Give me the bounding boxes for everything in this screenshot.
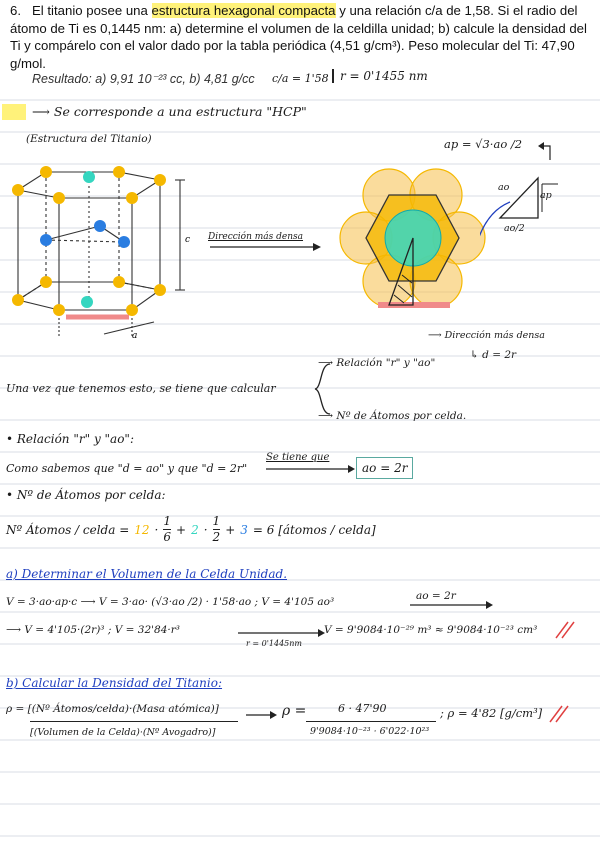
- result-mark-icon: [555, 621, 575, 639]
- density-denominator: 9'9084·10⁻²³ · 6'022·10²³: [310, 726, 430, 737]
- bullet-relation: • Relación "r" y "ao":: [6, 432, 134, 446]
- hcp-statement: ⟶ Se corresponde a una estructura "HCP": [32, 104, 307, 119]
- once-text: Una vez que tenemos esto, se tiene que c…: [6, 382, 276, 395]
- hcp-top-view-diagram: [339, 168, 486, 308]
- dense-direction-label: Dirección más densa: [208, 232, 304, 242]
- n-atoms-text: Nº de Átomos por celda.: [336, 410, 467, 422]
- hcp-unit-cell-diagram: c a: [12, 166, 190, 341]
- part-a-heading: a) Determinar el Volumen de la Celda Uni…: [6, 567, 288, 581]
- diagram-a-label: a: [132, 331, 137, 341]
- arrow-icon: [238, 629, 325, 637]
- highlight-swatch: [2, 104, 26, 120]
- part-b-heading: b) Calcular la Densidad del Titanio:: [6, 676, 223, 690]
- problem-number: 6.: [10, 3, 21, 18]
- atoms-result: = 6 [átomos / celda]: [252, 522, 376, 537]
- rho-symbol: ρ =: [282, 703, 307, 719]
- problem-statement: 6. El titanio posee una estructura hexago…: [10, 2, 592, 72]
- atoms-3: 3: [240, 522, 248, 537]
- given-radius: r = 0'1455 nm: [332, 69, 428, 83]
- density-lhs-divider: [30, 721, 238, 722]
- n-atoms-item: ⟶ Nº de Átomos por celda.: [318, 410, 467, 422]
- density-lhs-top: ρ = [(Nº Átomos/celda)·(Masa atómica)]: [6, 703, 219, 715]
- se-tiene-que-label: Se tiene que: [266, 452, 330, 463]
- triangle-ap-label: ap: [540, 190, 552, 201]
- atom-cyan-top: [83, 171, 95, 183]
- d-equals-2r: ↳ d = 2r: [470, 349, 517, 361]
- brace-icon: [314, 363, 331, 415]
- triangle-ao2-label: ao/2: [504, 223, 525, 234]
- diagram-c-label: c: [185, 235, 190, 245]
- density-divider: [306, 721, 436, 722]
- result-mark-icon: [549, 705, 569, 723]
- triangle-ao-label: ao: [498, 182, 510, 193]
- atoms-2: 2: [191, 522, 199, 537]
- arrow-icon: [246, 711, 277, 719]
- volume-line-1: V = 3·ao·ap·c ⟶ V = 3·ao· (√3·ao /2) · 1…: [6, 596, 335, 608]
- problem-text-after: y una relación c/a de 1,58. Si el radio …: [10, 3, 587, 71]
- problem-text-before: El titanio posee una: [32, 3, 152, 18]
- rel-r-ao-text: Relación "r" y "ao": [336, 357, 436, 369]
- arrow-icon: [266, 465, 355, 473]
- given-ratio: c/a = 1'58: [272, 72, 329, 85]
- hcp-text: Se corresponde a una estructura "HCP": [53, 104, 307, 119]
- arrow-icon: [210, 243, 321, 251]
- atom-cyan-bottom: [81, 296, 93, 308]
- arrow-icon: [410, 601, 493, 609]
- problem-highlight: estructura hexagonal compacta: [151, 3, 336, 18]
- density-result: ; ρ = 4'82 [g/cm³]: [440, 706, 543, 720]
- volume-ao-2r: ao = 2r: [416, 590, 456, 602]
- atoms-lhs: Nº Átomos / celda =: [6, 522, 130, 537]
- dense-direction-label-2: ⟶ Dirección más densa: [428, 330, 545, 341]
- atoms-yellow: [12, 166, 166, 316]
- volume-result: V = 9'9084·10⁻²⁹ m³ ≈ 9'9084·10⁻²³ cm³: [324, 624, 538, 636]
- bullet-atoms: • Nº de Átomos por celda:: [6, 488, 166, 502]
- ap-formula: ap = √3·ao /2: [444, 137, 523, 151]
- ao-2r-box: ao = 2r: [356, 457, 414, 479]
- ap-triangle-diagram: [480, 142, 558, 237]
- titanium-caption: (Estructura del Titanio): [26, 133, 152, 145]
- density-lhs-bottom: [(Volumen de la Celda)·(Nº Avogadro)]: [30, 727, 216, 738]
- atoms-12: 12: [134, 522, 150, 537]
- como-sabemos-text: Como sabemos que "d = ao" y que "d = 2r": [6, 462, 248, 475]
- density-numerator: 6 · 47'90: [338, 702, 387, 715]
- rel-r-ao: ⟶ Relación "r" y "ao": [318, 357, 436, 369]
- volume-r-value: r = 0'1445nm: [246, 639, 302, 648]
- dense-direction-text-2: Dirección más densa: [444, 330, 545, 341]
- volume-line-2: ⟶ V = 4'105·(2r)³ ; V = 32'84·r³: [6, 624, 180, 636]
- problem-result: Resultado: a) 9,91 10⁻²³ cc, b) 4,81 g/c…: [32, 72, 255, 86]
- d-eq-text: d = 2r: [482, 349, 517, 361]
